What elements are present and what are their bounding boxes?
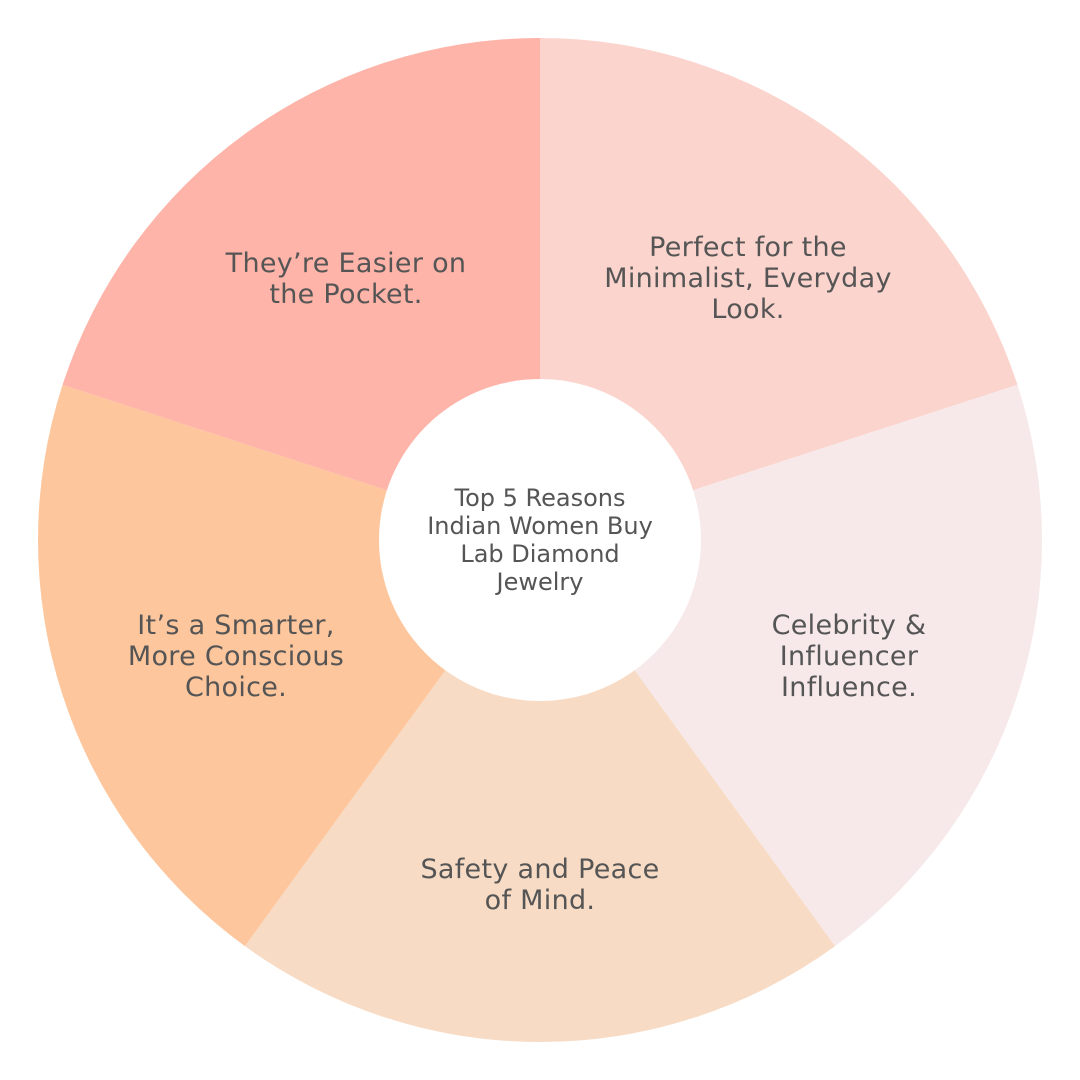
segment-label-line: More Conscious	[128, 641, 344, 672]
segment-label-line: Look.	[711, 294, 784, 325]
center-circle	[379, 379, 701, 701]
segment-label-line: Influence.	[781, 672, 917, 703]
segment-label-line: Safety and Peace	[420, 854, 659, 885]
segment-label-line: Choice.	[185, 672, 287, 703]
center-title-line: Lab Diamond	[460, 540, 619, 568]
segment-label-line: Influencer	[780, 641, 919, 672]
segment-label-line: Perfect for the	[649, 232, 847, 263]
segment-label-line: It’s a Smarter,	[137, 610, 334, 641]
center-title-line: Indian Women Buy	[427, 512, 653, 540]
segment-safety	[244, 540, 836, 1043]
segment-label-line: of Mind.	[485, 885, 596, 916]
segment-pocket	[62, 38, 540, 540]
segment-label-line: Celebrity &	[772, 610, 927, 641]
center-title-line: Top 5 Reasons	[454, 484, 626, 512]
segment-label-line: They’re Easier on	[225, 248, 467, 279]
segment-minimalist	[540, 38, 1018, 540]
segment-label-line: the Pocket.	[269, 279, 422, 310]
center-title-line: Jewelry	[495, 568, 584, 596]
segment-label-line: Minimalist, Everyday	[604, 263, 891, 294]
